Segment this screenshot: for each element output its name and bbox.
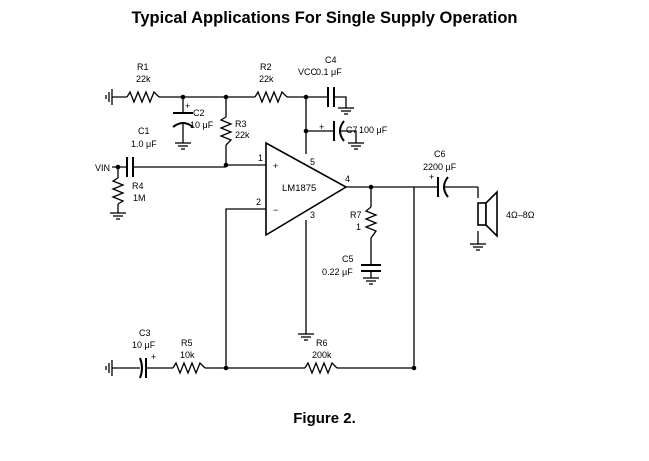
resistor-r3: R3 22k [219,116,250,146]
lm1875-amplifier-symbol: + − LM1875 1 2 3 4 5 [256,141,350,237]
figure-caption: Figure 2. [293,410,356,427]
resistor-r6: R6 200k [304,338,338,375]
ground-symbols [105,89,486,376]
ground-icon [110,212,126,220]
pin-4-label: 4 [345,174,350,184]
resistor-r1: R1 22k [126,62,160,104]
pin-3-label: 3 [310,210,315,220]
svg-text:+: + [185,101,190,111]
r1-name: R1 [137,62,149,72]
r7-name: R7 [350,210,362,220]
ground-icon [175,142,191,150]
c4-value: 0.1 μF [316,67,342,77]
ground-icon [298,333,314,341]
vin-label: VIN [95,163,110,173]
resistor-r2: R2 22k [254,62,288,104]
r6-name: R6 [316,338,328,348]
r2-name: R2 [260,62,272,72]
capacitor-c1: C1 1.0 μF [126,126,157,177]
r5-name: R5 [181,338,193,348]
resistor-r5: R5 10k [172,338,206,375]
capacitor-c5: C5 0.22 μF [322,254,381,277]
r1-value: 22k [136,74,151,84]
r2-value: 22k [259,74,274,84]
vcc-label: VCC [298,67,318,77]
svg-text:−: − [273,205,278,215]
c6-name: C6 [434,149,446,159]
c1-name: C1 [138,126,150,136]
c2-name: C2 [193,108,205,118]
pin-2-label: 2 [256,197,261,207]
speaker-icon: 4Ω–8Ω [477,190,535,238]
c5-value: 0.22 μF [322,267,353,277]
c3-value: 10 μF [132,340,156,350]
page-title: Typical Applications For Single Supply O… [131,9,518,27]
c7-name: C7 [346,125,358,135]
ground-icon [363,277,379,285]
r4-value: 1M [133,193,146,203]
capacitor-c4: C4 VCC 0.1 μF [298,55,342,107]
r6-value: 200k [312,350,332,360]
ground-icon [348,142,364,150]
c5-name: C5 [342,254,354,264]
r4-name: R4 [132,181,144,191]
svg-text:+: + [273,161,278,171]
svg-text:+: + [151,352,156,362]
capacitor-c6: + C6 2200 μF [423,149,457,198]
ground-icon [338,107,354,115]
r7-value: 1 [356,222,361,232]
svg-text:+: + [319,122,324,132]
capacitor-c3: + C3 10 μF [132,328,156,379]
pin-5-label: 5 [310,157,315,167]
resistor-r7: R7 1 [350,206,378,239]
c1-value: 1.0 μF [131,139,157,149]
c4-name: C4 [325,55,337,65]
ground-icon [105,89,113,105]
c2-value: 10 μF [190,120,214,130]
c6-value: 2200 μF [423,162,457,172]
svg-text:+: + [429,172,434,182]
r3-value: 22k [235,130,250,140]
c3-name: C3 [139,328,151,338]
pin-1-label: 1 [258,153,263,163]
speaker-impedance: 4Ω–8Ω [506,210,535,220]
r5-value: 10k [180,350,195,360]
ground-icon [470,243,486,251]
resistor-r4: R4 1M [111,177,146,205]
capacitor-c7: + C7 100 μF [319,120,388,142]
r3-name: R3 [235,119,247,129]
ground-icon [105,360,113,376]
chip-label: LM1875 [282,183,316,194]
junction-dots [115,94,417,371]
wires [112,96,479,369]
capacitor-c2: + C2 10 μF [172,101,214,130]
c7-value: 100 μF [359,125,388,135]
